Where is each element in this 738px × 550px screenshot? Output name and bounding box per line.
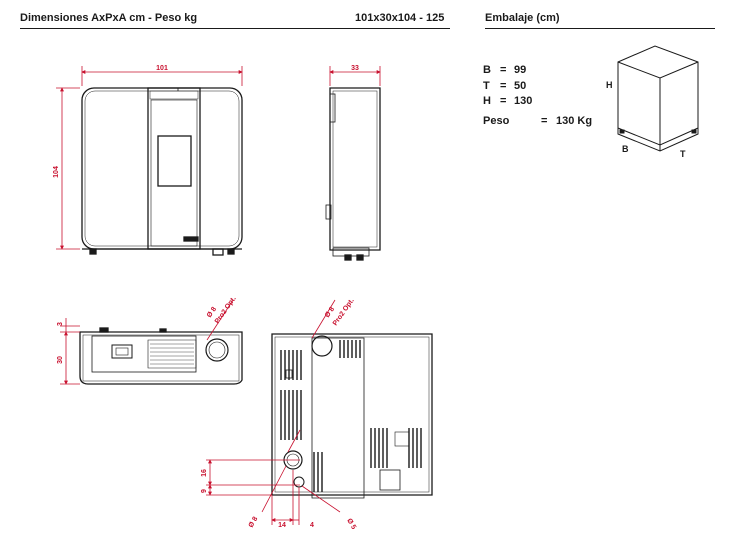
pk-t-eq: =: [500, 80, 507, 92]
pk-weight-key: Peso: [483, 115, 510, 127]
dimensions-rule: [20, 28, 450, 29]
top-flue-outlet: [205, 338, 229, 362]
rear-9-label: 9: [201, 489, 208, 493]
box-b-label: B: [622, 144, 629, 154]
rear-body-outline: [271, 333, 433, 496]
rear-d1-label: Ø 8: [248, 516, 260, 529]
front-dimensions: [56, 66, 243, 250]
box-t-label: T: [680, 149, 686, 159]
front-body-outline: [81, 87, 243, 250]
rear-d2-label: Ø 5: [345, 518, 357, 531]
front-glass-window: [157, 135, 192, 187]
side-dimensions: [329, 66, 381, 86]
rear-flue-note: Pro2 Opt.: [332, 297, 356, 327]
top-dimensions: [60, 299, 234, 385]
pk-weight-value: 130 Kg: [556, 115, 593, 127]
pk-h-value: 130: [514, 95, 533, 107]
pk-b-eq: =: [500, 64, 507, 76]
rear-4-label: 4: [310, 522, 314, 529]
pk-h-key: H: [483, 95, 491, 107]
front-view: [81, 87, 243, 256]
rear-flue-label: Ø 8: [324, 306, 336, 319]
pk-weight-eq: =: [541, 115, 548, 127]
rear-vents: [280, 340, 422, 492]
front-door-panel: [147, 87, 201, 250]
packaging-title: Embalaje (cm): [485, 12, 560, 24]
rear-top-flue: [311, 335, 333, 357]
front-logo-plate: [183, 236, 199, 242]
pk-t-key: T: [483, 80, 490, 92]
front-width-label: 101: [156, 65, 168, 72]
dimensions-summary: 101x30x104 - 125: [355, 12, 445, 24]
packaging-rule: [485, 28, 715, 29]
pk-b-value: 99: [514, 64, 527, 76]
rear-14-label: 14: [278, 522, 286, 529]
top-depth-label: 30: [57, 356, 64, 364]
side-view: [325, 87, 381, 261]
packaging-box: [617, 45, 699, 152]
front-height-label: 104: [53, 166, 60, 178]
box-h-label: H: [606, 80, 613, 90]
dimensions-title: Dimensiones AxPxA cm - Peso kg: [20, 12, 198, 24]
pk-b-key: B: [483, 64, 491, 76]
pk-h-eq: =: [500, 95, 507, 107]
side-depth-label: 33: [351, 65, 359, 72]
rear-dimensions: [206, 299, 341, 525]
rear-air-inlet: [293, 476, 305, 488]
top-small-label: 3: [57, 322, 64, 326]
pk-t-value: 50: [514, 80, 527, 92]
side-body-outline: [329, 87, 381, 251]
top-body-outline: [79, 331, 243, 385]
rear-view: [271, 333, 433, 499]
top-view: [79, 327, 243, 385]
rear-16-label: 16: [201, 469, 208, 477]
